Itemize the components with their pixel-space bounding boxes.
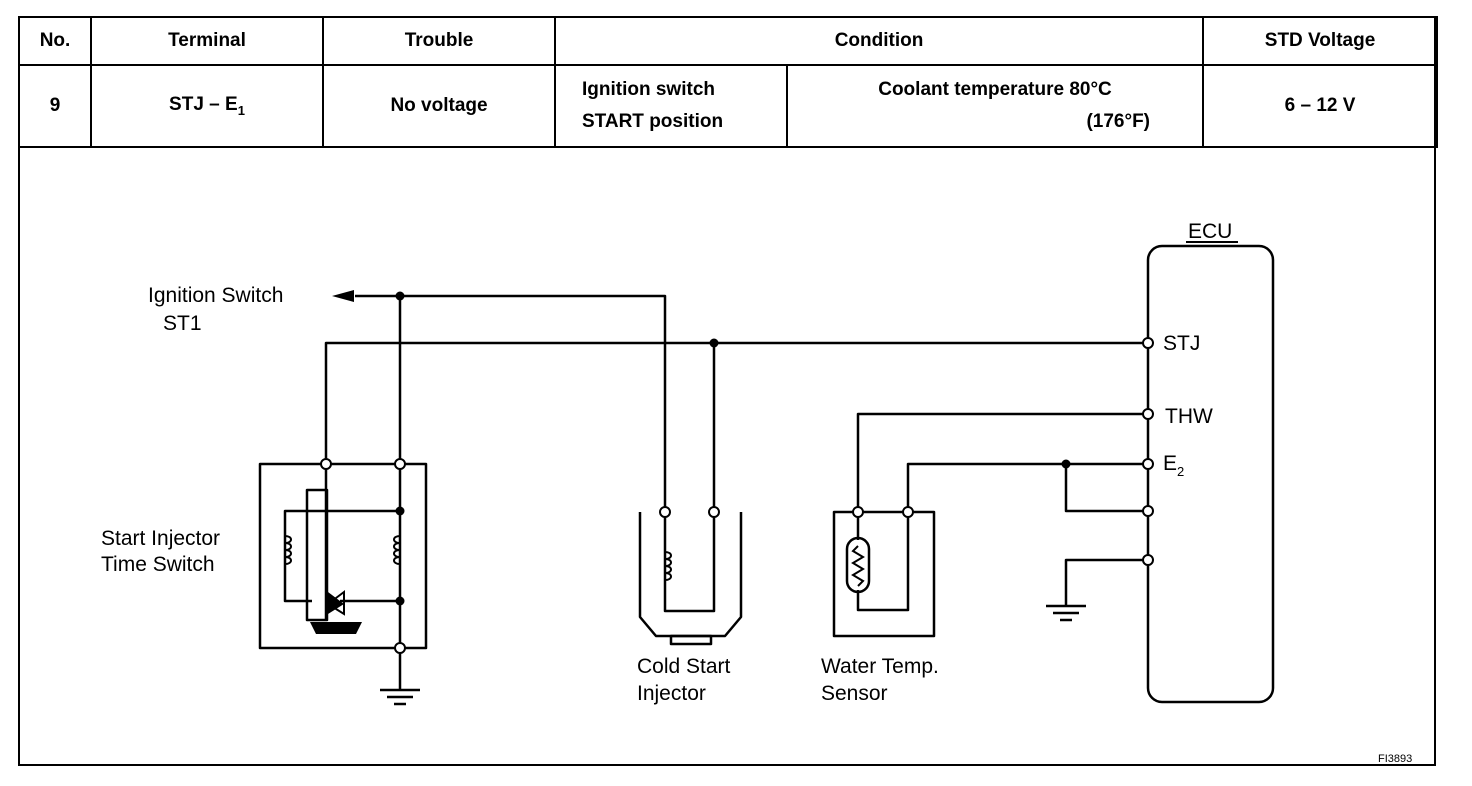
cold-start-injector-body (638, 512, 743, 638)
time-switch-heater-wire (283, 509, 400, 603)
header-no: No. (18, 16, 92, 66)
heater-coil-icon (284, 535, 292, 565)
spec-table: No. Terminal Trouble Condition STD Volta… (18, 16, 1439, 148)
terminal-subscript: 1 (237, 102, 245, 118)
terminal-circles (320, 337, 1154, 654)
wires (258, 244, 1275, 704)
time-switch-box (258, 462, 428, 650)
pin-thw-label: THW (1165, 405, 1213, 428)
cell-std-voltage: 6 – 12 V (1202, 64, 1439, 148)
wire-stj (324, 341, 1148, 464)
cell-condition-coolant: Coolant temperature 80°C (176°F) (785, 64, 1205, 148)
ignition-switch-label: Ignition Switch (148, 284, 283, 307)
coil-symbols (284, 535, 865, 587)
table-header-row: No. Terminal Trouble Condition STD Volta… (18, 16, 1439, 66)
bimetal-base-icon (310, 622, 362, 634)
pin-e2-label: E2 (1163, 452, 1184, 479)
water-temp-label-line1: Water Temp. (821, 655, 939, 678)
header-trouble: Trouble (322, 16, 556, 66)
header-terminal: Terminal (90, 16, 324, 66)
wire-e2 (906, 462, 1148, 510)
sensor-wire-b (856, 510, 910, 612)
thermistor (845, 536, 871, 594)
cold-start-label-line1: Cold Start (637, 655, 731, 678)
header-std-voltage: STD Voltage (1202, 16, 1439, 66)
wire-ignition-to-cold-start (355, 294, 667, 510)
contact-point-icon (328, 592, 344, 614)
ignition-switch-st1-label: ST1 (163, 312, 202, 335)
header-condition: Condition (553, 16, 1205, 66)
cold-start-label-line2: Injector (637, 682, 706, 705)
cold-start-injector-nozzle (669, 634, 713, 646)
injector-coil-icon (664, 551, 672, 581)
contact-point-icon-b (326, 590, 345, 616)
condition-ignition-line1: Ignition switch (582, 79, 715, 100)
time-switch-label-line1: Start Injector (101, 527, 220, 550)
ignition-arrow-icon (332, 290, 354, 302)
condition-ignition-line2: START position (582, 111, 724, 132)
figure-code: FI3893 (1378, 753, 1412, 765)
water-temp-sensor-body (832, 510, 936, 638)
cell-trouble: No voltage (322, 64, 556, 148)
junction-dots (395, 291, 1071, 606)
wire-e2-bridge (1064, 464, 1148, 513)
water-temp-label-line2: Sensor (821, 682, 888, 705)
cell-condition-ignition: Ignition switch START position (554, 64, 788, 148)
table-row: 9 STJ – E1 No voltage Ignition switch ST… (18, 64, 1439, 148)
thermistor-resistor-icon (851, 545, 865, 587)
condition-coolant-line1: Coolant temperature 80°C (878, 79, 1112, 100)
bimetal-strip (305, 488, 329, 622)
wire-thw (856, 412, 1148, 510)
pin-stj-label: STJ (1163, 332, 1200, 355)
cell-terminal: STJ – E1 (90, 64, 324, 148)
pin-e2-subscript: 2 (1177, 464, 1184, 479)
pin-e2-text: E (1163, 452, 1177, 475)
time-switch-coil-icon (393, 535, 401, 565)
ecu-label: ECU (1188, 220, 1232, 243)
ground-symbols (380, 604, 1086, 706)
cell-no: 9 (18, 64, 92, 148)
time-switch-label-line2: Time Switch (101, 553, 215, 576)
ecu-box (1146, 244, 1275, 704)
condition-coolant-line2: (176°F) (1086, 111, 1151, 132)
cold-start-inner-wire (663, 510, 716, 613)
wire-ecu-ground (1064, 558, 1148, 606)
terminal-text: STJ – E (169, 94, 238, 116)
